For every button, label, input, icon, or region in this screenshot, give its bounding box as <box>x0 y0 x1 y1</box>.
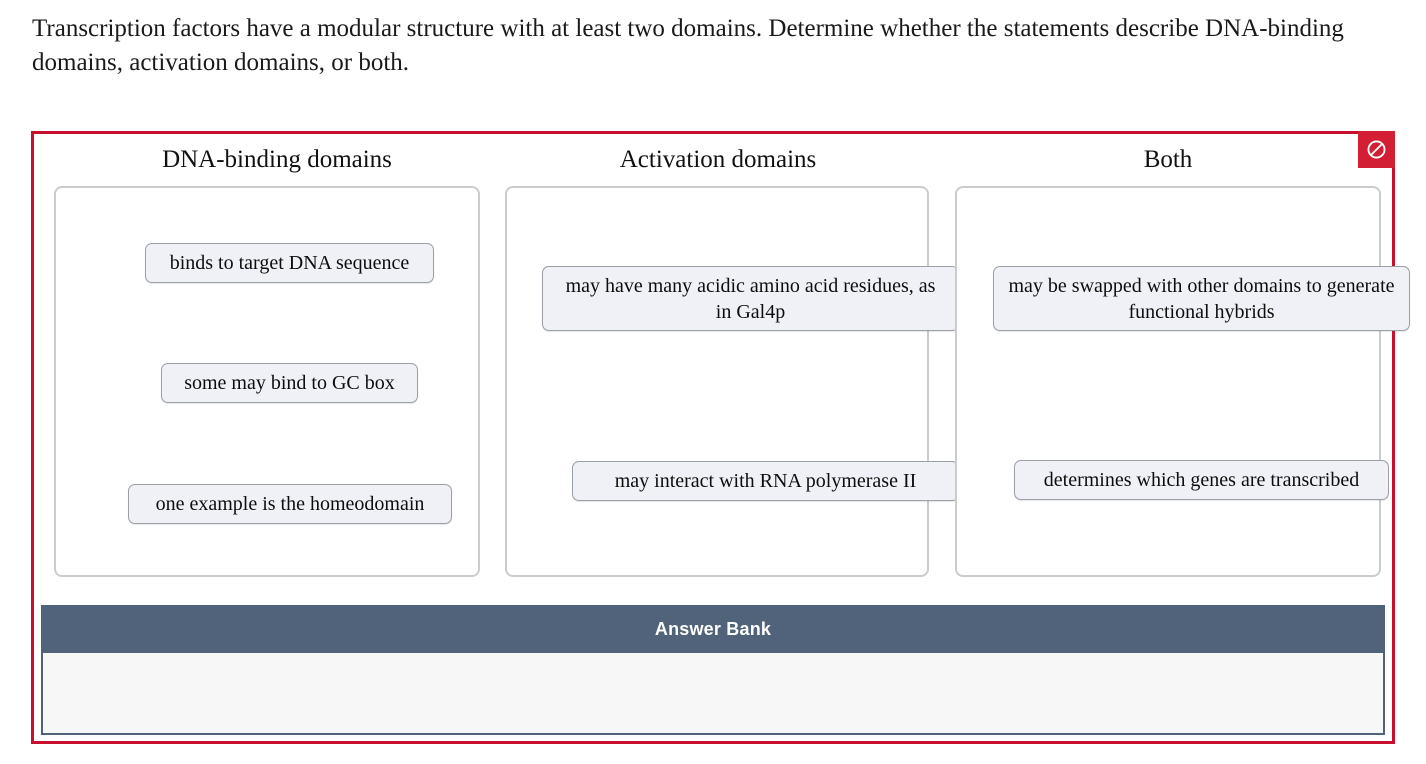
answer-tile[interactable]: some may bind to GC box <box>161 363 418 403</box>
answer-tile[interactable]: binds to target DNA sequence <box>145 243 434 283</box>
column-header-activation-domains: Activation domains <box>619 146 817 173</box>
drop-zone-activation-domains[interactable]: may have many acidic amino acid residues… <box>505 186 959 577</box>
answer-tile[interactable]: one example is the homeodomain <box>128 484 452 524</box>
drag-drop-activity: DNA-binding domains Activation domains B… <box>31 131 1410 744</box>
answer-bank-title: Answer Bank <box>41 605 1385 653</box>
answer-tile[interactable]: may be swapped with other domains to gen… <box>993 266 1410 331</box>
column-header-dna-binding-domains: DNA-binding domains <box>162 146 392 173</box>
answer-tile[interactable]: may have many acidic amino acid residues… <box>542 266 959 331</box>
question-prompt: Transcription factors have a modular str… <box>32 15 1344 76</box>
answer-tile[interactable]: may interact with RNA polymerase II <box>572 461 959 501</box>
prohibition-icon <box>1366 139 1387 160</box>
drop-zone-both[interactable]: may be swapped with other domains to gen… <box>955 186 1410 577</box>
answer-bank-drop-area[interactable] <box>41 653 1385 735</box>
drop-zone-dna-binding-domains[interactable]: binds to target DNA sequence some may bi… <box>54 186 480 577</box>
column-header-both: Both <box>1143 146 1193 173</box>
answer-tile[interactable]: determines which genes are transcribed <box>1014 460 1389 500</box>
status-badge[interactable] <box>1358 131 1395 168</box>
column-headers: DNA-binding domains Activation domains B… <box>34 139 1392 181</box>
